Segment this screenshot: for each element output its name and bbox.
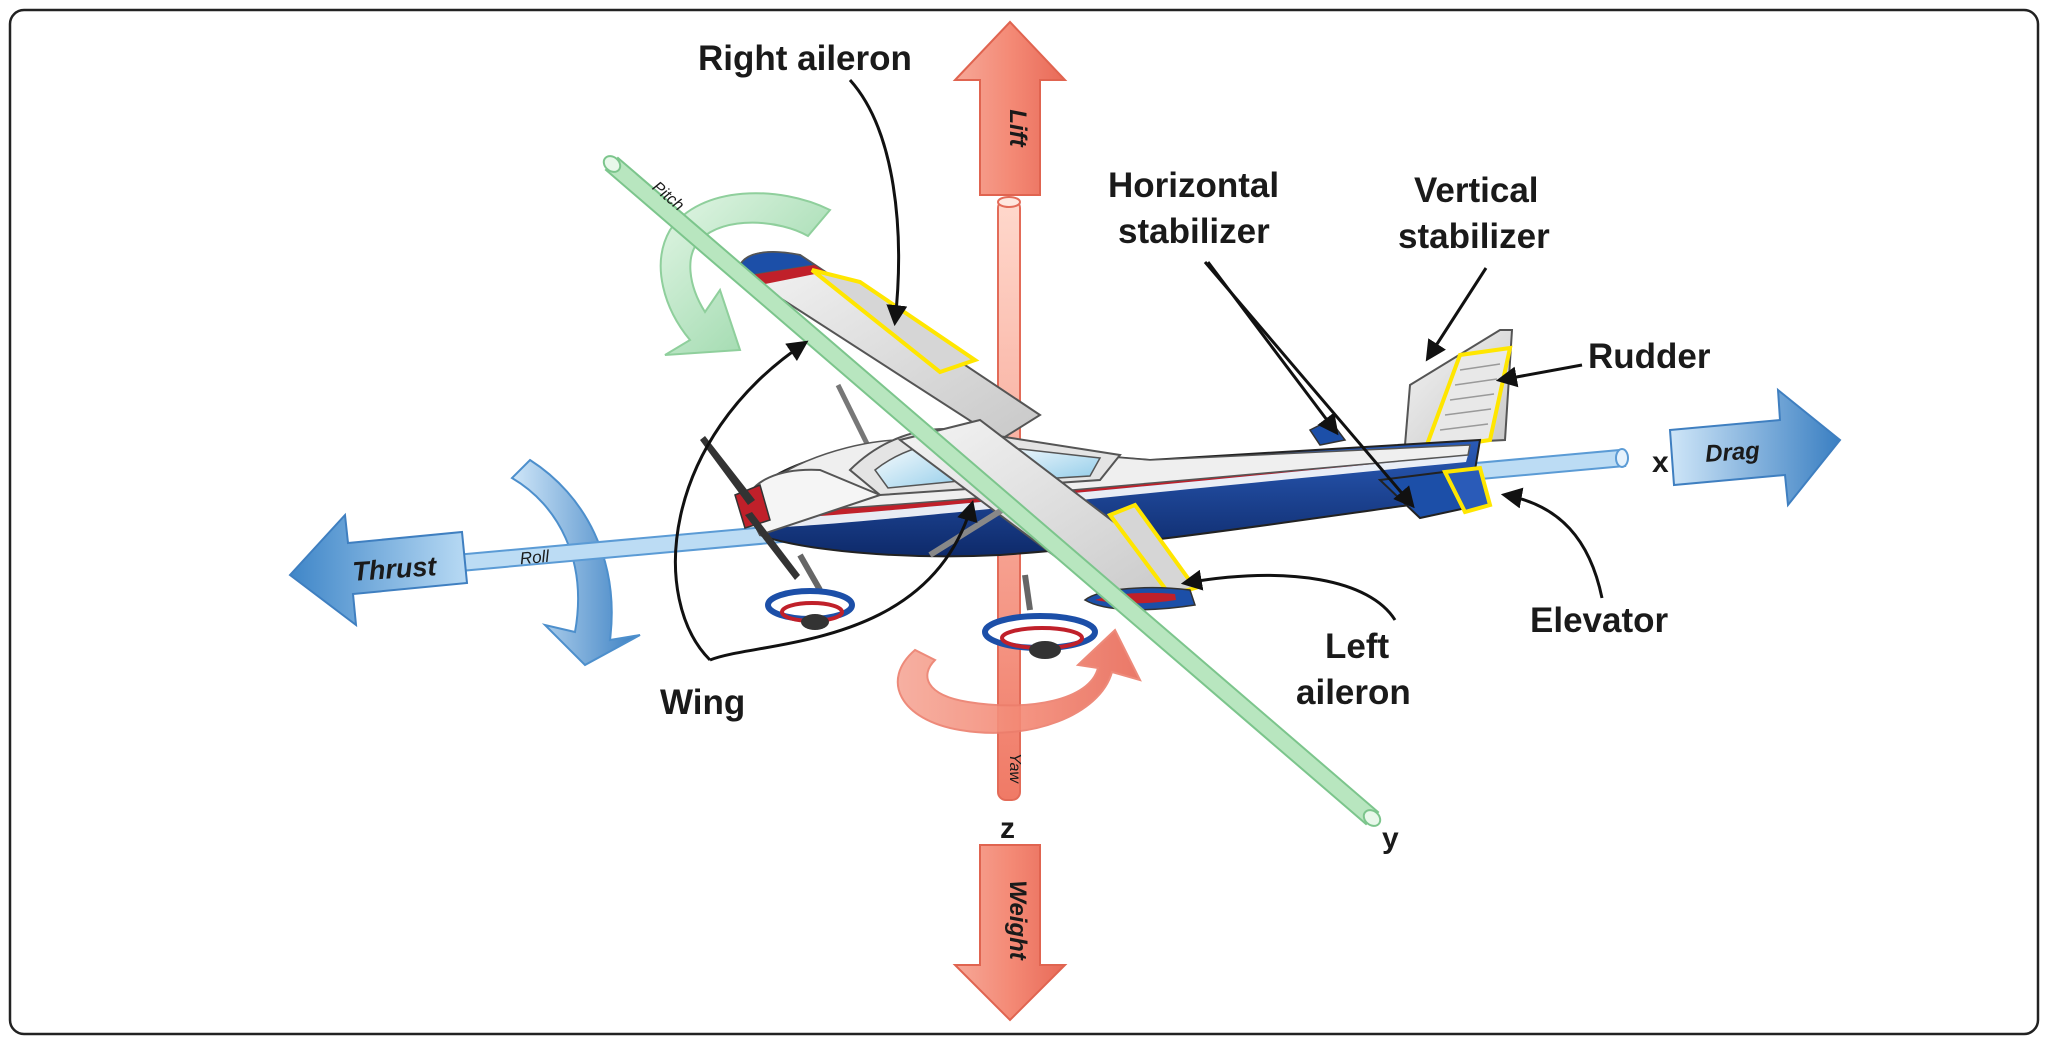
propeller-blade-bottom: [745, 512, 800, 580]
thrust-arrow: Thrust: [288, 512, 469, 628]
y-axis-rod: [602, 155, 1382, 827]
lift-label: Lift: [1004, 109, 1031, 147]
yaw-rotation-arrow: [896, 628, 1142, 734]
drag-label: Drag: [1704, 437, 1761, 468]
weight-arrow: Weight: [952, 844, 1068, 1022]
rudder-label: Rudder: [1588, 337, 1711, 376]
elevator: [1441, 465, 1493, 515]
wing-label: Wing: [660, 683, 745, 722]
lift-arrow: Lift: [952, 20, 1068, 196]
elevator-leader: [1500, 487, 1604, 599]
vertical-stabilizer-label-line2: stabilizer: [1398, 217, 1550, 256]
leader-lines: [673, 78, 1604, 662]
rudder-leader: [1495, 363, 1583, 388]
wing-leader-left: [709, 499, 978, 662]
thrust-label: Thrust: [351, 551, 438, 587]
drag-arrow: Drag: [1668, 387, 1842, 508]
vertical-stabilizer-leader: [1425, 267, 1488, 362]
elevator-label: Elevator: [1530, 601, 1668, 640]
wing-leader-right: [673, 340, 809, 662]
weight-label: Weight: [1004, 880, 1031, 961]
y-axis-label: y: [1382, 822, 1399, 855]
right-aileron-leader: [848, 78, 908, 327]
roll-label: Roll: [519, 547, 551, 569]
landing-gear: [765, 553, 1098, 659]
left-aileron-leader: [1180, 569, 1397, 621]
horizontal-stabilizer-label-line2: stabilizer: [1118, 212, 1270, 251]
horizontal-stabilizer-label-line1: Horizontal: [1108, 166, 1279, 205]
propeller-blade-top: [700, 436, 755, 505]
vertical-stabilizer-label-line1: Vertical: [1414, 171, 1539, 210]
left-aileron-label-line1: Left: [1325, 627, 1390, 666]
right-aileron-label: Right aileron: [698, 39, 912, 78]
yaw-label: Yaw: [1006, 753, 1023, 784]
roll-rotation-arrow: [510, 458, 641, 667]
z-axis-label: z: [1000, 812, 1015, 845]
left-aileron-label-line2: aileron: [1296, 673, 1411, 712]
horizontal-stabilizer-leader-2: [1203, 261, 1415, 509]
x-axis-label: x: [1652, 446, 1669, 479]
